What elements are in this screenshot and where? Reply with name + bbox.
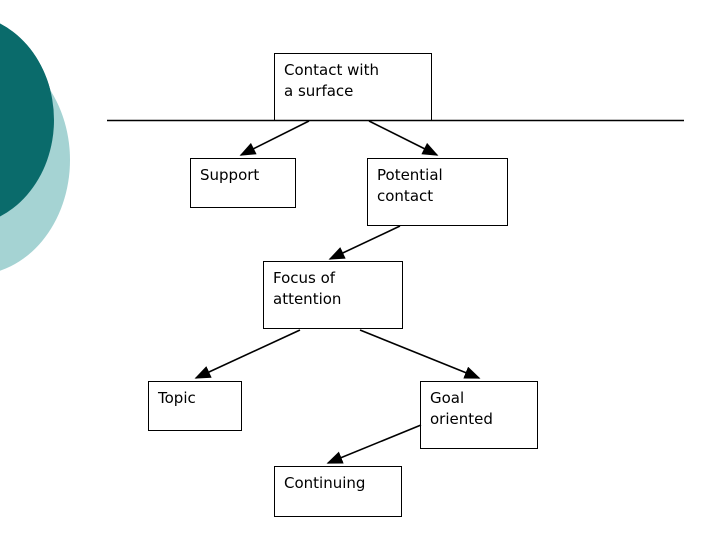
edge-focus-to-topic [194,329,301,379]
node-topic[interactable]: Topic [148,381,242,431]
node-goal-oriented[interactable]: Goal oriented [420,381,538,449]
node-continuing[interactable]: Continuing [274,466,402,517]
node-potential-contact[interactable]: Potential contact [367,158,508,226]
edge-contact-to-support [239,120,310,156]
node-contact-with-a-surface[interactable]: Contact with a surface [274,53,432,121]
node-support[interactable]: Support [190,158,296,208]
edge-goal-to-continuing [326,424,422,464]
edge-potential-to-focus [328,225,401,260]
edge-contact-to-potential [368,120,439,156]
edge-focus-to-goal [359,329,481,379]
node-focus-of-attention[interactable]: Focus of attention [263,261,403,329]
